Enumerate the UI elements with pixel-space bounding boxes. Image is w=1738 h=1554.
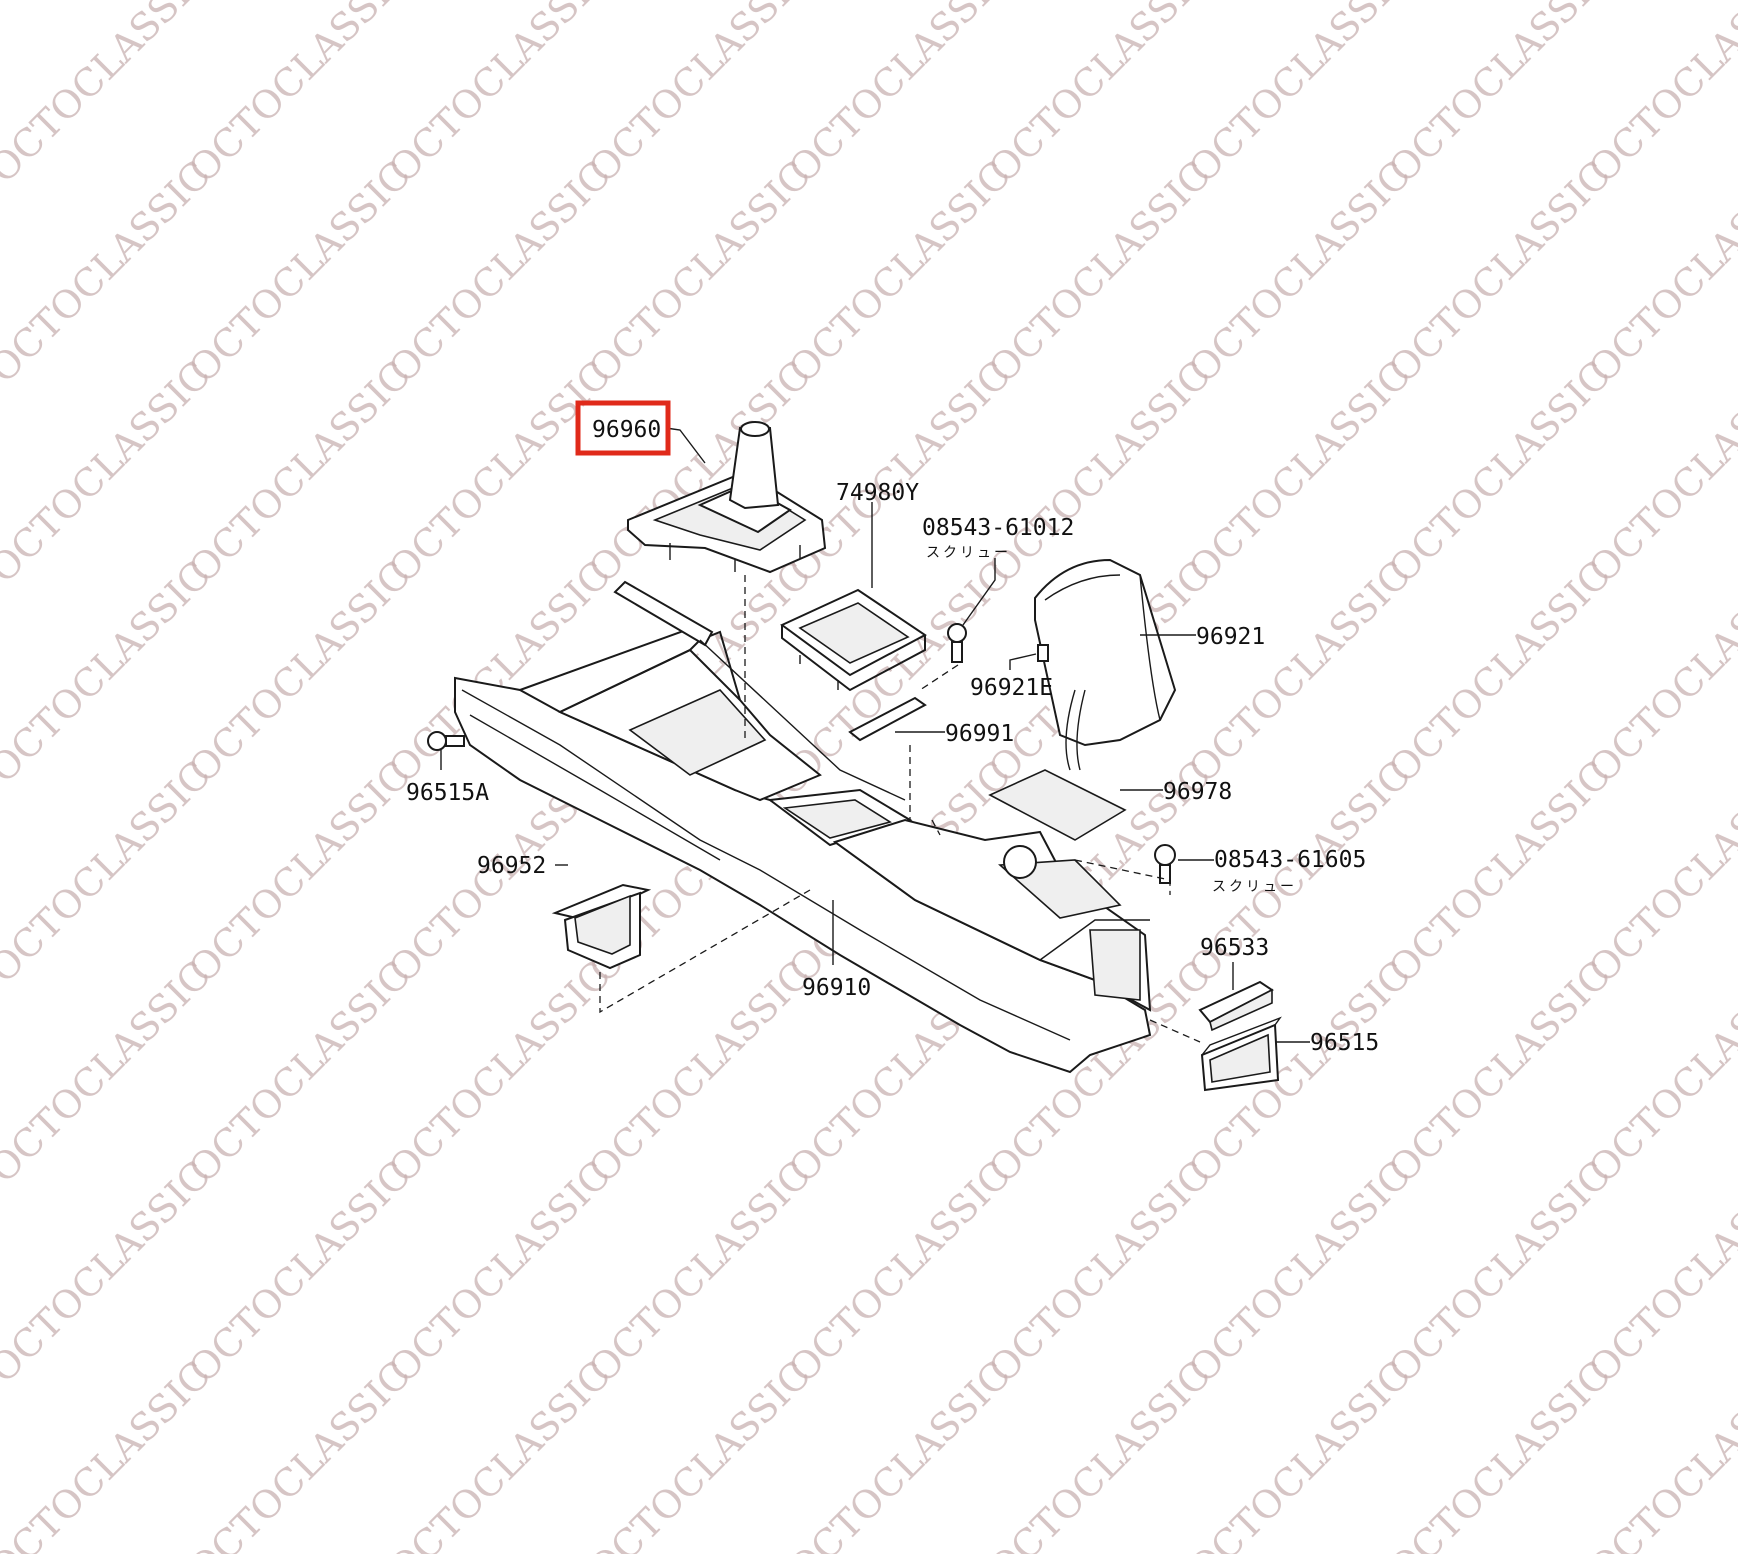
label-08543-61012[interactable]: 08543-61012 — [922, 515, 1074, 541]
watermark-text: OCTOCLASSIC — [780, 552, 1019, 791]
watermark-text: OCTOCLASSIC — [1180, 552, 1419, 791]
watermark-text: OCTOCLASSIC — [1380, 1152, 1619, 1391]
label-96533[interactable]: 96533 — [1200, 935, 1269, 961]
watermark-text: OCTOCLASSIC — [380, 1152, 619, 1391]
watermark-text: OCTOCLASSIC — [180, 952, 419, 1191]
ashtray-96515[interactable] — [1200, 1016, 1282, 1092]
watermark-text: OCTOCLASSIC — [980, 352, 1219, 591]
watermark-text: OCTOCLASSIC — [580, 1152, 819, 1391]
watermark-text: OCTOCLASSIC — [1380, 152, 1619, 391]
label-08543-61605[interactable]: 08543-61605 — [1214, 847, 1366, 873]
watermark-text: OCTOCLASSIC — [1380, 752, 1619, 991]
screw-08543-61605[interactable] — [1154, 844, 1176, 884]
label-08543-61012-screw: スクリュー — [926, 545, 1011, 561]
label-96952[interactable]: 96952 — [477, 853, 546, 879]
watermark-text: OCTOCLASSIC — [1580, 0, 1738, 191]
watermark-text: OCTOCLASSIC — [380, 952, 619, 1191]
label-96910[interactable]: 96910 — [802, 975, 871, 1001]
watermark-text: OCTOCLASSIC — [1380, 352, 1619, 591]
highlight-box-96960 — [575, 400, 671, 456]
watermark-text: OCTOCLASSIC — [980, 1152, 1219, 1391]
watermark-text: OCTOCLASSIC — [180, 752, 419, 991]
label-96515[interactable]: 96515 — [1310, 1030, 1379, 1056]
tray-74980Y[interactable] — [780, 588, 927, 692]
screw-08543-61012[interactable] — [947, 623, 967, 663]
watermark-text: OCTOCLASSIC — [580, 152, 819, 391]
clip-96533[interactable] — [1198, 980, 1274, 1032]
watermark-text: OCTOCLASSIC — [180, 1152, 419, 1391]
leader-lines — [440, 427, 1310, 1043]
watermark-text: OCTOCLASSIC — [580, 952, 819, 1191]
watermark-text: OCTOCLASSIC — [1180, 152, 1419, 391]
watermark-text: OCTOCLASSIC — [0, 1352, 219, 1554]
watermark-text: OCTOCLASSIC — [180, 352, 419, 591]
pad-96978[interactable] — [988, 769, 1127, 841]
assembly-guides — [599, 575, 1201, 1043]
label-08543-61605-screw: スクリュー — [1212, 879, 1297, 895]
clip-96921E[interactable] — [1037, 644, 1049, 662]
label-96921[interactable]: 96921 — [1196, 624, 1265, 650]
label-96921E[interactable]: 96921E — [970, 675, 1053, 701]
watermark-text: OCTOCLASSIC — [1380, 552, 1619, 791]
bracket-96991[interactable] — [848, 696, 927, 742]
insert-96952[interactable] — [551, 883, 652, 970]
watermark-text: OCTOCLASSIC — [1380, 952, 1619, 1191]
label-96991[interactable]: 96991 — [945, 721, 1014, 747]
watermark-text: OCTOCLASSIC — [780, 152, 1019, 391]
screw-96515A[interactable] — [427, 731, 465, 751]
watermark-text: OCTOCLASSIC — [380, 352, 619, 591]
watermark-text: OCTOCLASSIC — [780, 1152, 1019, 1391]
label-96515A[interactable]: 96515A — [406, 780, 489, 806]
watermark-text: OCTOCLASSIC — [180, 152, 419, 391]
shift-boot-96960[interactable] — [627, 421, 827, 574]
watermark-text: OCTOCLASSIC — [180, 552, 419, 791]
label-96978[interactable]: 96978 — [1163, 779, 1232, 805]
watermark-text: OCTOCLASSIC — [980, 152, 1219, 391]
watermark-text: OCTOCLASSIC — [380, 152, 619, 391]
label-96960[interactable]: 96960 — [592, 417, 661, 443]
armrest-lid-96921[interactable] — [1034, 558, 1177, 771]
label-74980Y[interactable]: 74980Y — [836, 480, 919, 506]
watermark-text: OCTOCLASSIC — [1180, 352, 1419, 591]
watermark-text: OCTOCLASSIC — [1180, 1152, 1419, 1391]
labels: 96960 74980Y 08543-61012 スクリュー 96921 969… — [406, 400, 1379, 1056]
